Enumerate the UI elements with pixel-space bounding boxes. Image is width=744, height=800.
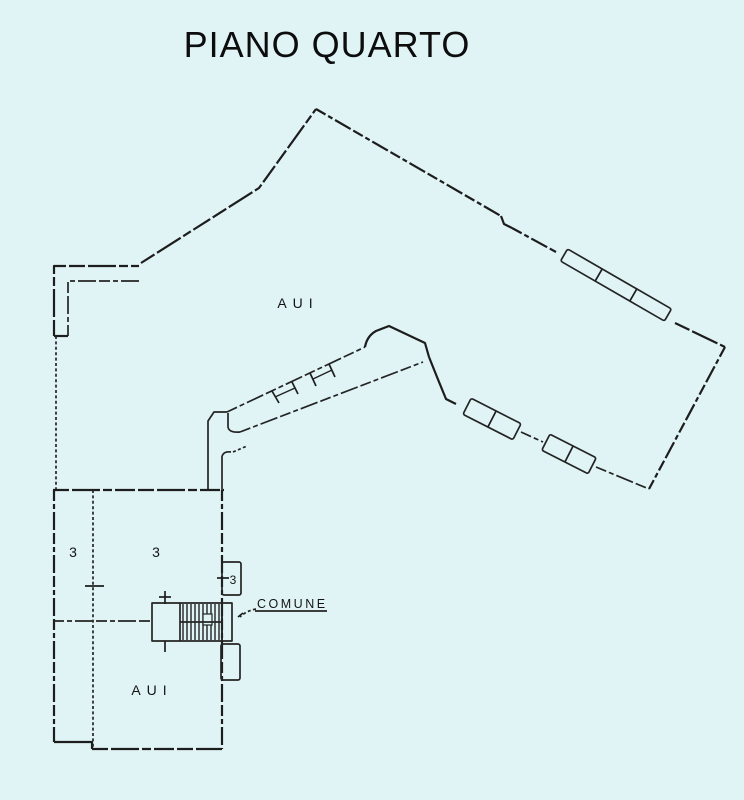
corridor-wall: [207, 346, 424, 490]
lower-room-label: AUI: [131, 682, 172, 698]
stair-well: [202, 613, 213, 626]
upper-room-outline: [140, 108, 726, 348]
left-wall-notch: [52, 264, 139, 490]
passage-bump: [363, 324, 431, 358]
window-long: [560, 248, 672, 322]
comune-leader: [239, 608, 257, 618]
comune-arrowhead: [237, 612, 244, 618]
plan-title: PIANO QUARTO: [184, 24, 471, 65]
lower-block: [52, 488, 242, 751]
window-bay-left: [462, 398, 522, 440]
wing-outline: [427, 346, 726, 490]
stair-common-label: COMUNE: [257, 597, 328, 611]
window-bay-right: [541, 434, 597, 474]
building-outline: [52, 108, 726, 751]
staircase: [151, 591, 233, 652]
upper-room-label: AUI: [277, 295, 318, 311]
room-number-small: 3: [230, 573, 237, 587]
room-number-middle: 3: [152, 544, 160, 560]
room-number-left: 3: [69, 544, 77, 560]
